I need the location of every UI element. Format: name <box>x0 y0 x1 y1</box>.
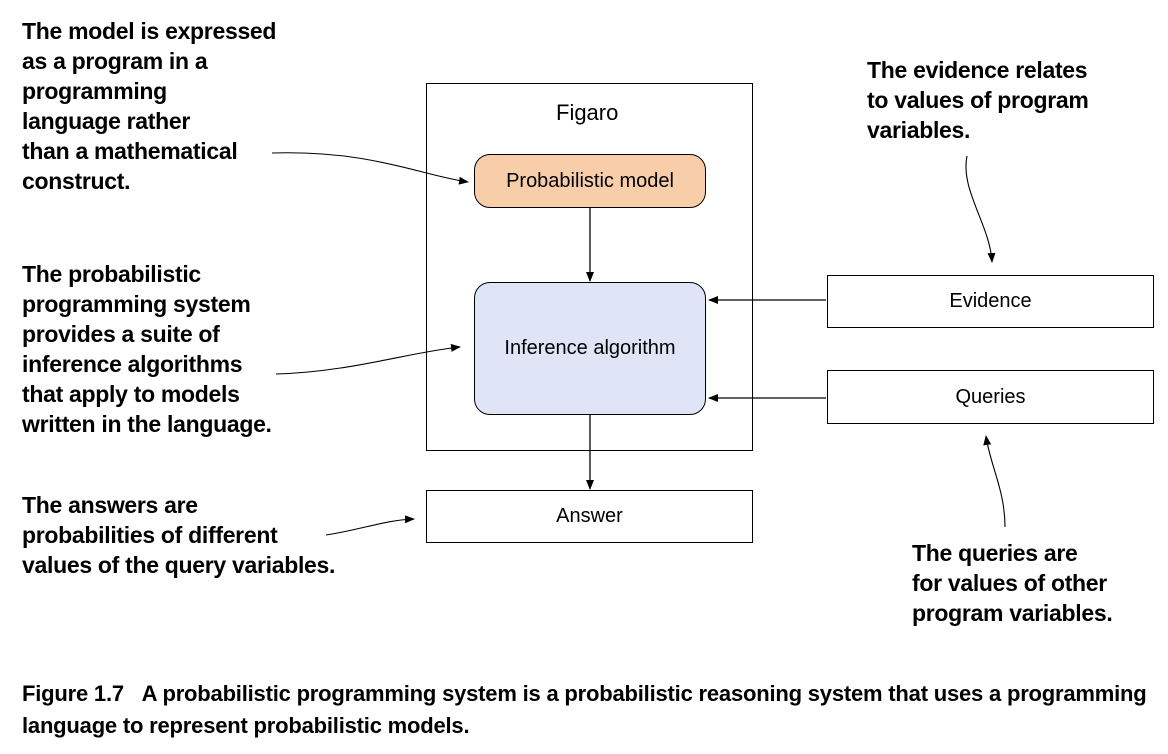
queries-annotation: The queries are for values of other prog… <box>912 540 1113 626</box>
queries-note-callout-arrow <box>983 435 1006 528</box>
figure-caption-text: A probabilistic programming system is a … <box>22 681 1147 738</box>
system-note-callout-arrow <box>275 343 461 375</box>
answers-note-callout-arrow <box>325 515 415 536</box>
answers-annotation: The answers are probabilities of differe… <box>22 492 336 578</box>
inference-algorithm-node: Inference algorithm <box>474 282 706 415</box>
figure-label: Figure 1.7 <box>22 681 124 706</box>
evidence-note-callout-arrow <box>965 155 996 263</box>
queries-node: Queries <box>827 370 1154 424</box>
evidence-node: Evidence <box>827 275 1154 328</box>
evidence-annotation: The evidence relates to values of progra… <box>867 57 1089 143</box>
model-annotation: The model is expressed as a program in a… <box>22 18 277 194</box>
figure-caption: Figure 1.7 A probabilistic programming s… <box>22 678 1152 742</box>
figaro-container <box>426 83 753 451</box>
figaro-label: Figaro <box>556 100 619 125</box>
probabilistic-model-node: Probabilistic model <box>474 154 706 208</box>
system-annotation: The probabilistic programming system pro… <box>22 261 272 437</box>
answer-node: Answer <box>426 490 753 543</box>
model-note-callout-arrow <box>271 152 469 185</box>
